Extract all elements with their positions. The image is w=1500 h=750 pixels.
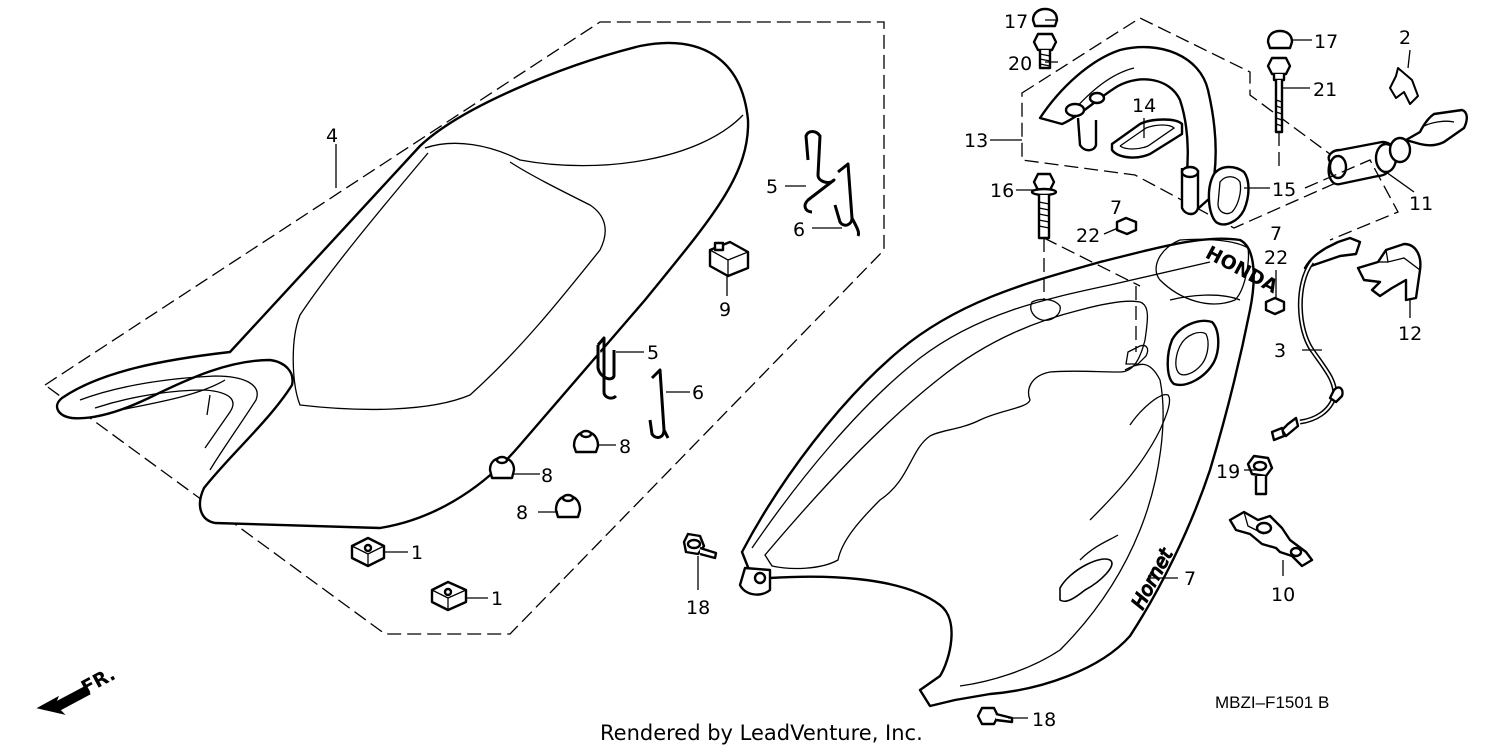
grommet-8-c: [554, 493, 582, 519]
clip-2: [1389, 67, 1419, 105]
bracket-6-upper: [833, 162, 860, 237]
callout-8-c: 8: [516, 502, 528, 524]
callout-4: 4: [326, 125, 338, 147]
callout-1-b: 1: [491, 588, 503, 610]
cap-17-left: [1031, 7, 1059, 28]
diagram-code: MBZI–F1501 B: [1215, 693, 1329, 712]
bolt-20: [1032, 32, 1058, 70]
lock-bracket-12: [1356, 242, 1422, 302]
cable-3: [1270, 236, 1362, 442]
callout-19: 19: [1216, 461, 1240, 483]
key-cylinder-11: [1327, 108, 1468, 186]
callout-17-left: 17: [1004, 11, 1028, 33]
grommet-8-b: [488, 455, 516, 480]
bracket-5-lower: [596, 336, 618, 400]
callout-21: 21: [1313, 79, 1337, 101]
callout-13: 13: [964, 130, 988, 152]
clip-22-lower: [1264, 296, 1286, 316]
callout-7-lower: 7: [1184, 568, 1196, 590]
rubber-seat-14: [1110, 118, 1184, 159]
callout-12: 12: [1398, 323, 1422, 345]
callout-7-upper: 7: [1110, 197, 1122, 219]
callout-17-right: 17: [1314, 31, 1338, 53]
callout-8-a: 8: [619, 436, 631, 458]
bolt-19: [1246, 454, 1274, 496]
callout-10: 10: [1271, 584, 1295, 606]
guide-line-2: [1043, 237, 1141, 287]
bracket-10: [1228, 510, 1314, 568]
callout-18-bottom: 18: [1032, 709, 1056, 731]
bolt-18-bottom: [976, 706, 1014, 726]
clip-1-a: [350, 536, 386, 568]
callout-labels: 4 5 6 9 5 6 8 8 8 1 1 17 20 17 21 13 14 …: [326, 11, 1433, 731]
callout-2: 2: [1399, 27, 1411, 49]
rubber-block-9: [708, 240, 750, 278]
callout-9: 9: [719, 299, 731, 321]
bolt-18-left: [682, 532, 718, 560]
seat-group-outline: [43, 21, 885, 635]
grab-rail-13: [1038, 45, 1217, 216]
callout-7-right: 7: [1270, 223, 1282, 245]
bolt-16: [1030, 172, 1058, 240]
callout-22-right: 22: [1264, 247, 1288, 269]
callout-20: 20: [1008, 53, 1032, 75]
callout-16: 16: [990, 180, 1014, 202]
clip-22-upper: [1115, 216, 1138, 236]
render-credit: Rendered by LeadVenture, Inc.: [600, 721, 923, 745]
callout-6-upper: 6: [793, 219, 805, 241]
front-direction-arrow: FR.: [36, 663, 119, 715]
callout-11: 11: [1409, 193, 1433, 215]
rear-cowl-7: HONDA Hornet: [738, 237, 1282, 708]
callout-22-upper: 22: [1076, 225, 1100, 247]
cap-17-right: [1266, 29, 1294, 50]
callout-5-lower: 5: [647, 342, 659, 364]
callout-3: 3: [1274, 340, 1286, 362]
seat-part: [55, 41, 750, 530]
callout-18-left: 18: [686, 597, 710, 619]
callout-1-a: 1: [411, 542, 423, 564]
grommet-8-a: [572, 429, 600, 454]
callout-leaders: [335, 19, 1415, 719]
bracket-5-upper: [803, 130, 836, 214]
callout-15: 15: [1272, 179, 1296, 201]
callout-14: 14: [1132, 95, 1156, 117]
bracket-6-lower: [648, 368, 670, 439]
callout-6-lower: 6: [692, 382, 704, 404]
clip-1-b: [430, 580, 468, 612]
callout-8-b: 8: [541, 465, 553, 487]
guide-line-5: [1304, 159, 1399, 241]
rubber-seal-15: [1207, 165, 1250, 226]
bolt-21: [1266, 56, 1292, 134]
callout-5-upper: 5: [766, 176, 778, 198]
